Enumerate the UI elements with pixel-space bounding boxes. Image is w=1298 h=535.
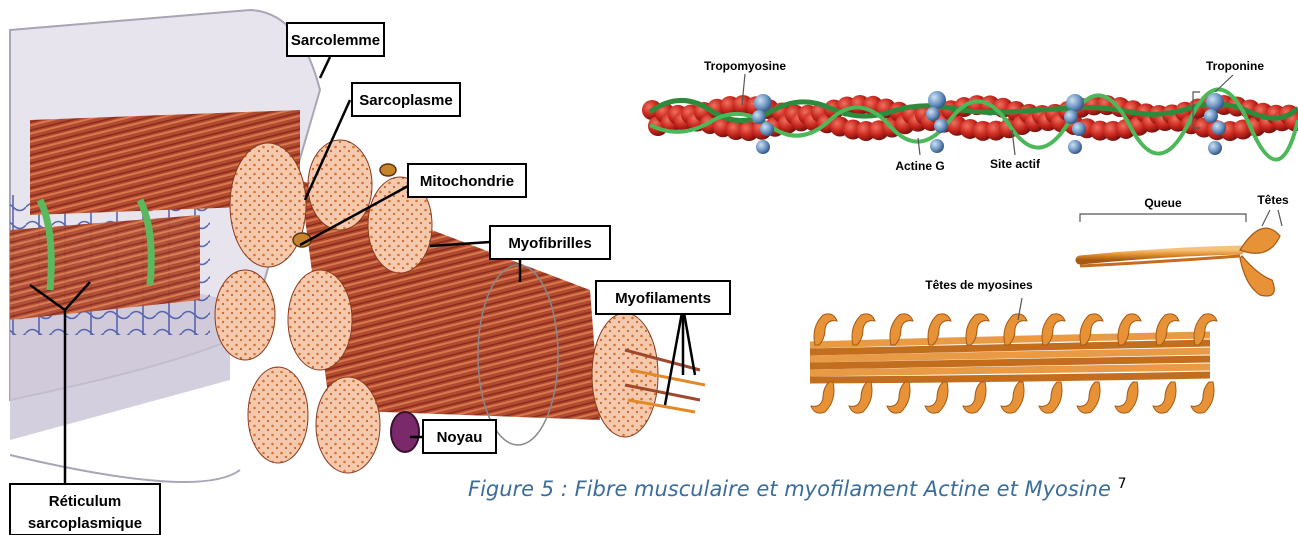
svg-text:Réticulum: Réticulum (49, 493, 122, 510)
label-site-actif: Site actif (990, 157, 1041, 171)
label-myofilaments: Myofilaments (596, 281, 730, 314)
svg-text:Myofibrilles: Myofibrilles (508, 235, 591, 252)
label-sarcoplasme: Sarcoplasme (352, 83, 460, 116)
label-troponine: Troponine (1206, 59, 1264, 73)
label-queue: Queue (1144, 196, 1182, 210)
myosin-thick-filament-illustration: Têtes de myosines (810, 278, 1217, 425)
label-reticulum-sarcoplasmique: Réticulum sarcoplasmique (10, 484, 160, 535)
svg-text:Sarcolemme: Sarcolemme (291, 32, 380, 49)
svg-text:sarcoplasmique: sarcoplasmique (28, 515, 142, 532)
label-tropomyosine: Tropomyosine (704, 59, 786, 73)
label-noyau: Noyau (423, 420, 496, 453)
nucleus-shape (391, 412, 419, 452)
myosin-leader-lines (1080, 210, 1282, 226)
label-mitochondrie: Mitochondrie (408, 164, 526, 197)
svg-text:Mitochondrie: Mitochondrie (420, 173, 514, 190)
figure-caption: Figure 5 : Fibre musculaire et myofilame… (468, 476, 1288, 501)
caption-text: Figure 5 : Fibre musculaire et myofilame… (468, 477, 1111, 501)
svg-text:Sarcoplasme: Sarcoplasme (359, 92, 452, 109)
label-actine-g: Actine G (895, 159, 944, 173)
myosin-molecule-illustration: Queue Têtes (1080, 193, 1289, 296)
svg-text:Noyau: Noyau (437, 429, 483, 446)
label-sarcolemme: Sarcolemme (287, 23, 384, 56)
svg-text:Myofilaments: Myofilaments (615, 290, 711, 307)
label-myofibrilles: Myofibrilles (490, 226, 610, 259)
caption-reference: 7 (1118, 476, 1127, 492)
actin-filament-illustration: Tropomyosine Troponine Actine G Site act… (642, 59, 1298, 173)
label-tetes-de-myosines: Têtes de myosines (925, 278, 1033, 292)
label-tetes: Têtes (1257, 193, 1289, 207)
mitochondrion-shape (380, 164, 396, 176)
